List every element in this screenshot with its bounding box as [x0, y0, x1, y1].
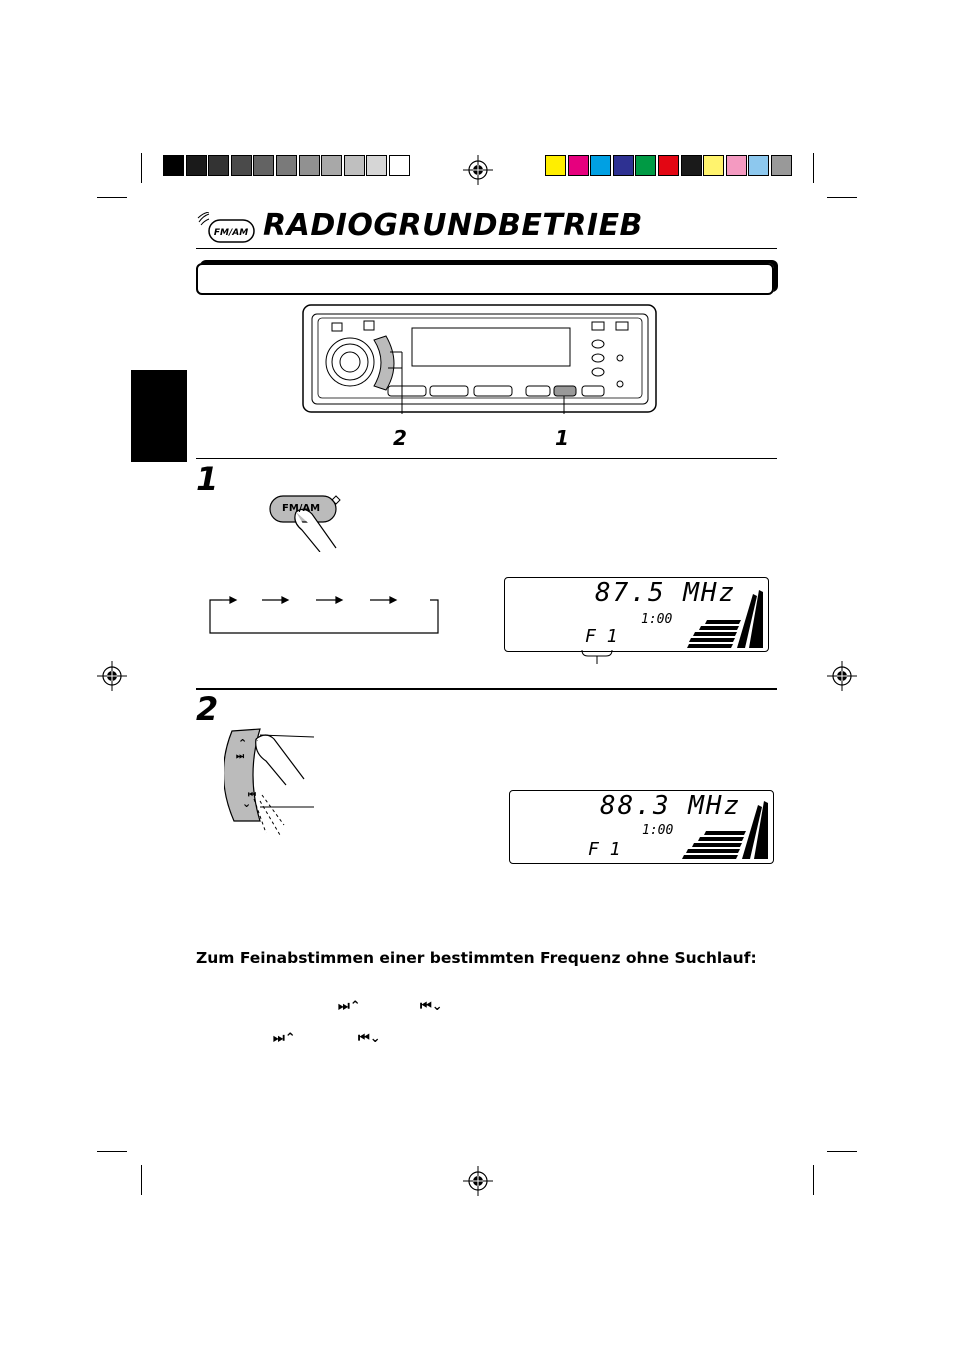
- registration-target-icon: [827, 661, 857, 691]
- frequency-readout: 88.3 MHz: [600, 791, 742, 821]
- gray-swatch: [185, 155, 207, 176]
- gray-swatch: [298, 155, 320, 176]
- fine-tuning-heading: Zum Feinabstimmen einer bestimmten Frequ…: [196, 949, 757, 967]
- signal-meter-icon: [682, 801, 768, 859]
- frequency-readout: 87.5 MHz: [595, 578, 737, 608]
- gray-swatch: [163, 155, 184, 176]
- gray-swatch: [389, 155, 410, 176]
- crop-mark: [141, 1165, 142, 1195]
- color-swatch: [545, 155, 566, 176]
- lcd-display-step1: 87.5 MHz 1:00 F 1: [504, 577, 769, 652]
- crop-mark: [97, 1151, 127, 1152]
- step2-number: 2: [196, 690, 219, 728]
- seek-up-icon: ⏭⌃: [338, 999, 361, 1014]
- signal-meter-icon: [687, 590, 763, 648]
- crop-mark: [813, 1165, 814, 1195]
- lcd-display-step2: 88.3 MHz 1:00 F 1: [509, 790, 774, 864]
- gray-swatch: [276, 155, 297, 176]
- callout-2: 2: [393, 426, 407, 450]
- registration-target-icon: [463, 155, 493, 185]
- callout-1: 1: [555, 426, 569, 450]
- step1-number: 1: [196, 460, 219, 498]
- gray-swatch: [208, 155, 230, 176]
- radio-unit-illustration: [302, 304, 657, 414]
- fm-am-button-label: FM/AM: [282, 503, 321, 514]
- gray-swatch: [230, 155, 252, 176]
- color-swatch: [771, 155, 792, 176]
- color-swatch: [612, 155, 634, 176]
- step1-rule: [196, 458, 777, 459]
- gray-swatch: [343, 155, 365, 176]
- clock-readout: 1:00: [641, 612, 673, 627]
- clock-readout: 1:00: [642, 823, 674, 838]
- color-swatch: [590, 155, 612, 176]
- crop-mark: [97, 197, 127, 198]
- gray-swatch: [253, 155, 275, 176]
- band-indicator: F 1: [588, 839, 621, 860]
- svg-text:⏮: ⏮: [248, 790, 256, 800]
- gray-swatch: [321, 155, 343, 176]
- crop-mark: [141, 153, 142, 183]
- gray-swatch: [366, 155, 388, 176]
- fm-am-radio-icon: FM/AM: [197, 212, 255, 243]
- seek-button-press-illustration: ⌃ ⏭ ⏮ ⌄: [224, 728, 315, 836]
- color-swatch: [725, 155, 747, 176]
- color-swatch: [635, 155, 657, 176]
- band-indicator: F 1: [585, 626, 618, 647]
- section-banner: [196, 263, 774, 295]
- step2-rule: [196, 688, 777, 690]
- svg-text:⌄: ⌄: [242, 797, 251, 810]
- page-title: RADIOGRUNDBETRIEB: [263, 208, 643, 243]
- crop-mark: [813, 153, 814, 183]
- color-swatch: [748, 155, 770, 176]
- color-swatch: [680, 155, 702, 176]
- color-swatch: [567, 155, 589, 176]
- fm-am-icon-label: FM/AM: [214, 228, 248, 238]
- registration-target-icon: [97, 661, 127, 691]
- language-tab: [131, 370, 187, 462]
- band-cycle-diagram: [209, 596, 439, 634]
- registration-target-icon: [463, 1166, 493, 1196]
- band-bracket-icon: [581, 650, 613, 664]
- fm-am-button-press-illustration: [269, 495, 341, 552]
- crop-mark: [827, 1151, 857, 1152]
- seek-up-icon: ⏭⌃: [273, 1031, 296, 1046]
- color-swatch: [658, 155, 679, 176]
- svg-text:⏭: ⏭: [236, 752, 245, 762]
- svg-text:⌃: ⌃: [238, 737, 247, 750]
- title-rule: [196, 248, 777, 249]
- color-swatch: [703, 155, 725, 176]
- seek-down-icon: ⏮⌄: [420, 999, 443, 1014]
- seek-down-icon: ⏮⌄: [358, 1031, 381, 1046]
- crop-mark: [827, 197, 857, 198]
